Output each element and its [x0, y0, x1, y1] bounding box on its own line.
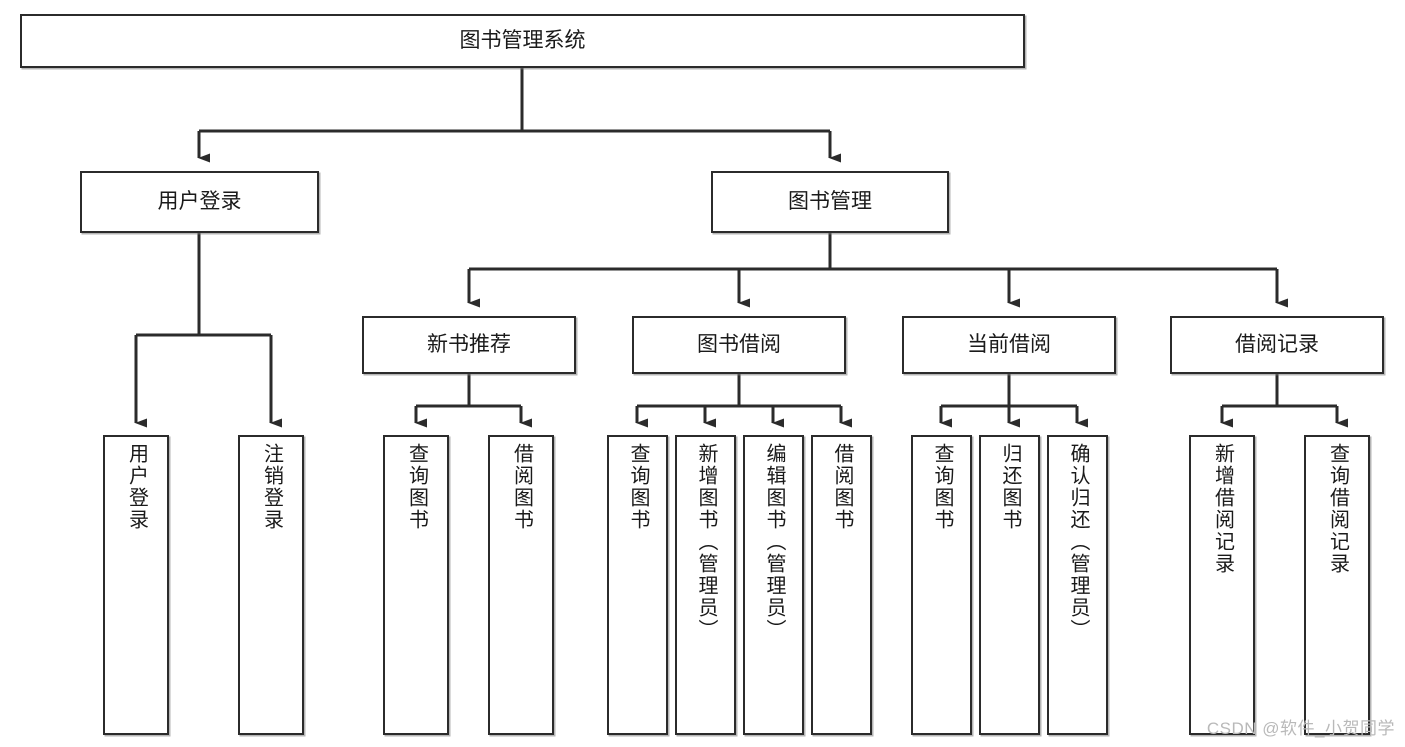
csdn-watermark: CSDN @软件_小贺同学: [1206, 719, 1395, 738]
node-user-login-label: 用户登录: [157, 189, 242, 213]
node-leaf-add-record[interactable]: 新增借阅记录: [1189, 435, 1255, 735]
node-root-system-label: 图书管理系统: [459, 28, 586, 52]
node-user-login[interactable]: 用户登录: [80, 171, 319, 233]
node-borrow-record[interactable]: 借阅记录: [1170, 316, 1384, 374]
node-leaf-borrow-book-2-label: 借阅图书: [831, 443, 853, 531]
node-book-management-label: 图书管理: [788, 189, 872, 213]
node-leaf-user-login-label: 用户登录: [125, 443, 148, 531]
node-leaf-add-record-label: 新增借阅记录: [1211, 443, 1234, 575]
node-new-book-recommend-label: 新书推荐: [427, 332, 511, 356]
node-leaf-confirm-return-label: 确认归还（管理员）: [1067, 443, 1089, 641]
node-leaf-query-book-3[interactable]: 查询图书: [911, 435, 972, 735]
node-new-book-recommend[interactable]: 新书推荐: [362, 316, 576, 374]
node-current-borrow[interactable]: 当前借阅: [902, 316, 1116, 374]
node-leaf-edit-book-label: 编辑图书（管理员）: [763, 443, 785, 641]
node-root-system[interactable]: 图书管理系统: [20, 14, 1025, 68]
node-leaf-return-book-label: 归还图书: [999, 443, 1021, 531]
node-leaf-query-record-label: 查询借阅记录: [1326, 443, 1349, 575]
node-book-management[interactable]: 图书管理: [711, 171, 949, 233]
node-leaf-add-book-label: 新增图书（管理员）: [695, 443, 717, 641]
node-leaf-add-book[interactable]: 新增图书（管理员）: [675, 435, 736, 735]
node-borrow-record-label: 借阅记录: [1235, 332, 1319, 356]
node-leaf-query-book-1[interactable]: 查询图书: [383, 435, 449, 735]
node-leaf-logout-login-label: 注销登录: [260, 443, 283, 531]
node-leaf-borrow-book-1[interactable]: 借阅图书: [488, 435, 554, 735]
node-leaf-edit-book[interactable]: 编辑图书（管理员）: [743, 435, 804, 735]
node-book-borrow[interactable]: 图书借阅: [632, 316, 846, 374]
node-current-borrow-label: 当前借阅: [967, 332, 1051, 356]
node-leaf-borrow-book-2[interactable]: 借阅图书: [811, 435, 872, 735]
node-leaf-query-book-3-label: 查询图书: [931, 443, 953, 531]
node-leaf-query-book-1-label: 查询图书: [405, 443, 428, 531]
node-leaf-borrow-book-1-label: 借阅图书: [510, 443, 533, 531]
node-leaf-query-book-2[interactable]: 查询图书: [607, 435, 668, 735]
node-leaf-logout-login[interactable]: 注销登录: [238, 435, 304, 735]
node-leaf-return-book[interactable]: 归还图书: [979, 435, 1040, 735]
node-leaf-user-login[interactable]: 用户登录: [103, 435, 169, 735]
node-leaf-query-record[interactable]: 查询借阅记录: [1304, 435, 1370, 735]
node-leaf-query-book-2-label: 查询图书: [627, 443, 649, 531]
node-book-borrow-label: 图书借阅: [697, 332, 781, 356]
node-leaf-confirm-return[interactable]: 确认归还（管理员）: [1047, 435, 1108, 735]
